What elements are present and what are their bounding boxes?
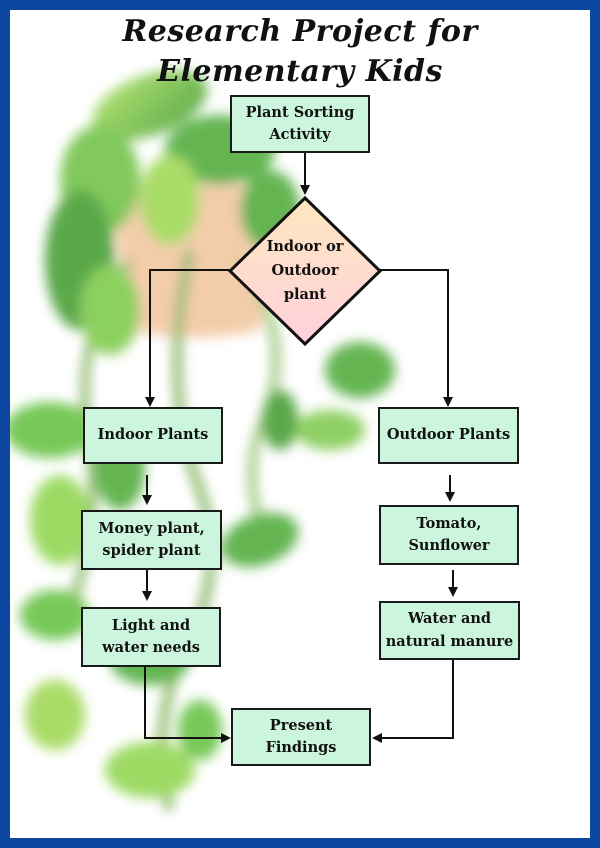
indoor-examples-node: Money plant, spider plant (81, 510, 222, 570)
start-node-line2: Activity (269, 126, 331, 143)
decision-line2: Outdoor (271, 262, 339, 280)
indoor-needs-line2: water needs (102, 639, 200, 656)
decision-diamond (227, 195, 383, 347)
indoor-needs-node: Light and water needs (81, 607, 221, 667)
outdoor-examples-line2: Sunflower (408, 537, 490, 554)
outdoor-needs-node: Water and natural manure (379, 601, 520, 660)
arrow-decision-to-outdoor (380, 269, 453, 407)
arrow-decision-to-indoor (145, 269, 230, 407)
indoor-plants-label: Indoor Plants (97, 426, 209, 444)
end-node-line2: Findings (265, 739, 337, 756)
indoor-plants-node: Indoor Plants (83, 407, 223, 464)
outdoor-examples-node: Tomato, Sunflower (379, 505, 519, 565)
outdoor-needs-line2: natural manure (385, 632, 514, 650)
indoor-needs-line1: Light and (111, 616, 191, 634)
outdoor-plants-label: Outdoor Plants (386, 426, 511, 444)
flowchart-connectors (142, 153, 458, 743)
poster-title-line2: Elementary Kids (157, 54, 443, 89)
indoor-examples-line2: spider plant (102, 542, 201, 559)
poster-title-line1: Research Project for (122, 14, 478, 49)
outdoor-examples-line1: Tomato, (416, 514, 482, 532)
outdoor-plants-node: Outdoor Plants (378, 407, 519, 464)
start-node-plant-sorting: Plant Sorting Activity (230, 95, 370, 153)
decision-line3: plant (283, 285, 327, 303)
decision-line1: Indoor or (266, 238, 344, 256)
decision-label: Indoor or Outdoor plant (240, 228, 370, 314)
arrow-outdoor-needs-to-findings (372, 660, 454, 743)
start-node-line1: Plant Sorting (245, 103, 355, 121)
end-node-line1: Present (269, 716, 333, 734)
arrow-indoor-needs-to-findings (144, 667, 231, 743)
end-node-present-findings: Present Findings (231, 708, 371, 766)
indoor-examples-line1: Money plant, (98, 519, 205, 537)
plant-background-illustration (10, 70, 395, 812)
outdoor-needs-line1: Water and (407, 610, 492, 628)
hanging-plant-image (10, 70, 395, 812)
